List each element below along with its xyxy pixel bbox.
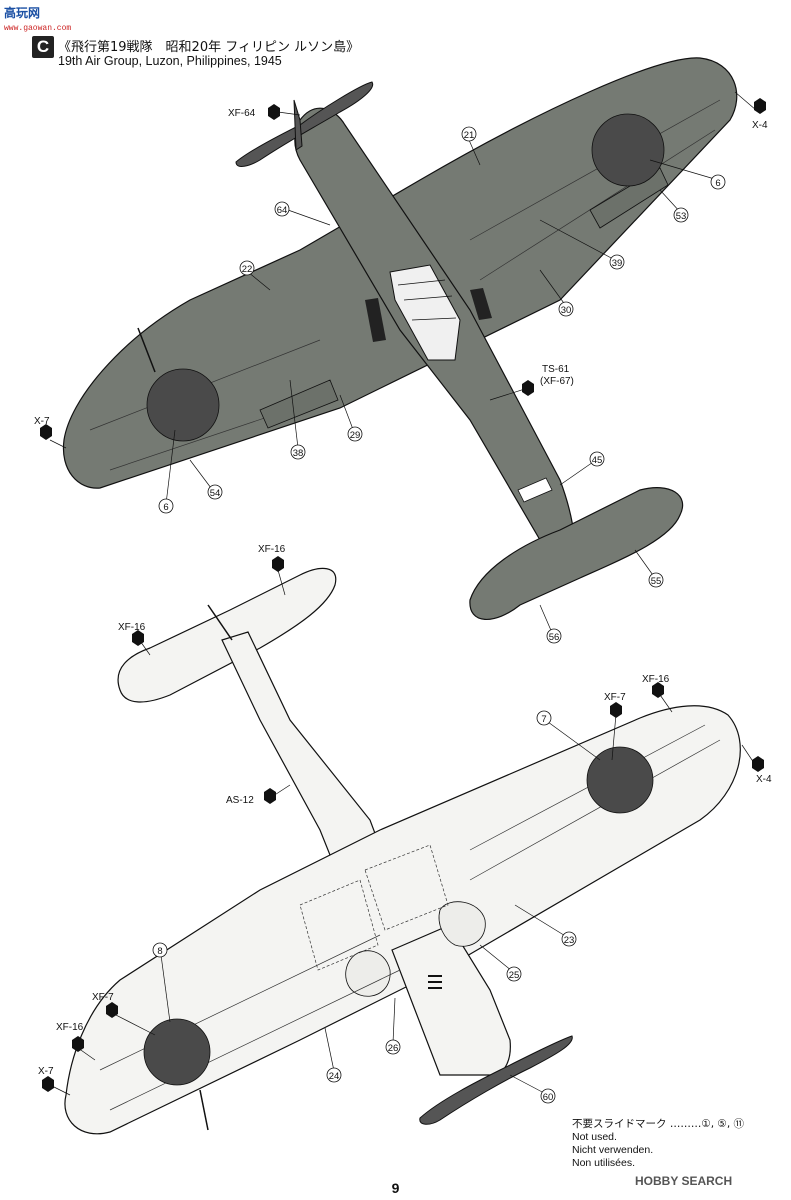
label-xf16-stab: XF-16 [118, 622, 146, 633]
top-view-aircraft [62, 57, 738, 620]
decal-54: 54 [210, 488, 221, 499]
label-xf7-right: XF-7 [604, 692, 626, 703]
bottom-view-tailplane [117, 567, 337, 703]
decal-7: 7 [541, 714, 546, 725]
decal-25: 25 [509, 970, 520, 981]
decal-24: 24 [329, 1071, 340, 1082]
decal-39: 39 [612, 258, 623, 269]
decal-45: 45 [592, 455, 603, 466]
not-used-en: Not used. [572, 1131, 617, 1143]
decal-22: 22 [242, 264, 253, 275]
top-view-callouts [49, 91, 757, 636]
bottom-view-aircraft [64, 567, 741, 1135]
top-view-fuselage-band [517, 477, 553, 503]
decal-26: 26 [388, 1043, 399, 1054]
page-title-jp: 《飛行第19戦隊 昭和20年 フィリピン ルソン島》 [58, 40, 360, 55]
label-ts61-xf67: (XF-67) [540, 376, 574, 387]
bottom-view-callouts [47, 569, 757, 1096]
section-badge: C [32, 36, 54, 58]
bottom-view-hinomaru-left [143, 1018, 211, 1086]
top-view-hinomaru-left [146, 368, 220, 442]
watermark-logo: 高玩网 [4, 6, 41, 20]
top-view-paint-labels: XF-64 X-4 X-7 TS-61 (XF-67) [34, 98, 768, 440]
not-used-de: Nicht verwenden. [572, 1144, 654, 1156]
decal-6-top-right: 6 [715, 178, 720, 189]
label-xf16-left: XF-16 [56, 1022, 84, 1033]
label-x7-top: X-7 [34, 416, 50, 427]
label-xf64: XF-64 [228, 108, 256, 119]
not-used-fr: Non utilisées. [572, 1157, 636, 1169]
bottom-view-hinomaru-right [586, 746, 654, 814]
label-xf7-left: XF-7 [92, 992, 114, 1003]
decal-55: 55 [651, 576, 662, 587]
top-view-hinomaru-right [591, 113, 665, 187]
decal-23: 23 [564, 935, 575, 946]
label-x4-bottom: X-4 [756, 774, 772, 785]
decal-53: 53 [676, 211, 687, 222]
decal-30: 30 [561, 305, 572, 316]
decal-6-top-left: 6 [163, 502, 168, 513]
bottom-view-forward-fuselage [391, 924, 511, 1076]
top-view-canopy [389, 264, 461, 361]
label-x7-bottom: X-7 [38, 1066, 54, 1077]
label-xf16-tail: XF-16 [258, 544, 286, 555]
page-title-en: 19th Air Group, Luzon, Philippines, 1945 [58, 54, 282, 68]
decal-38: 38 [293, 448, 304, 459]
top-view-tailplane [469, 487, 684, 620]
hobbysearch-watermark: HOBBY SEARCH [635, 1174, 733, 1188]
decal-64: 64 [277, 205, 288, 216]
bottom-view-wing [64, 705, 741, 1135]
watermark-url: www.gaowan.com [4, 24, 72, 33]
label-xf16-right: XF-16 [642, 674, 670, 685]
decal-8: 8 [157, 946, 162, 957]
not-used-jp: 不要スライドマーク ………①, ⑤, ⑪ [572, 1118, 745, 1130]
label-ts61: TS-61 [542, 364, 570, 375]
not-used-note: 不要スライドマーク ………①, ⑤, ⑪ Not used. Nicht ver… [572, 1118, 744, 1170]
bottom-view-paint-labels: XF-16 XF-16 XF-16 XF-7 X-4 AS-12 XF-7 XF… [38, 544, 772, 1092]
decal-29: 29 [350, 430, 361, 441]
label-as12: AS-12 [226, 795, 254, 806]
bottom-view-propeller [419, 1035, 573, 1125]
decal-56: 56 [549, 632, 560, 643]
page-number: 9 [391, 1180, 400, 1196]
bottom-view-decal-numbers: 7 23 25 8 26 24 60 [152, 710, 577, 1104]
top-view-decal-numbers: 21 6 53 64 39 22 30 38 29 6 54 45 55 56 [158, 126, 726, 644]
decal-60: 60 [543, 1092, 554, 1103]
decal-21: 21 [464, 130, 475, 141]
label-x4-top: X-4 [752, 120, 768, 131]
